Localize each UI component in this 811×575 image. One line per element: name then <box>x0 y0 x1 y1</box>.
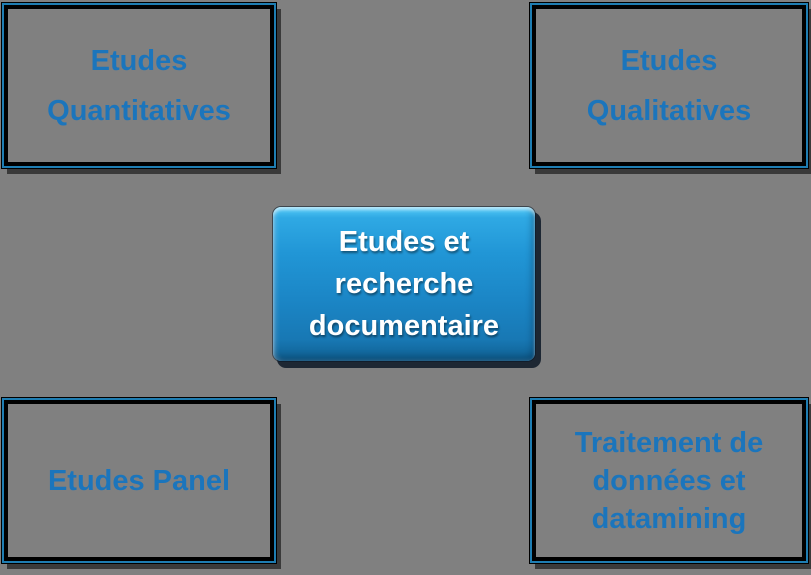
box-traitement-line-3: datamining <box>591 502 747 535</box>
box-etudes-quantitatives-line-1: Etudes <box>90 44 188 77</box>
box-traitement-line-2: données et <box>592 464 746 497</box>
box-traitement-donnees-datamining: Traitement de données et datamining <box>532 400 806 561</box>
box-etudes-panel: Etudes Panel <box>4 400 274 561</box>
box-etudes-qualitatives: Etudes Qualitatives <box>532 5 806 166</box>
box-etudes-qualitatives-line-2: Qualitatives <box>586 94 752 127</box>
center-box-line-1: Etudes et <box>338 226 470 258</box>
box-traitement-line-1: Traitement de <box>574 426 764 459</box>
box-etudes-quantitatives-line-2: Quantitatives <box>47 94 231 127</box>
box-etudes-recherche-documentaire: Etudes et recherche documentaire <box>273 207 535 361</box>
center-box-line-2: recherche <box>334 268 474 300</box>
box-etudes-panel-line-1: Etudes Panel <box>47 464 231 497</box>
center-box-line-3: documentaire <box>308 310 500 342</box>
box-etudes-quantitatives: Etudes Quantitatives <box>4 5 274 166</box>
box-etudes-qualitatives-line-1: Etudes <box>620 44 718 77</box>
